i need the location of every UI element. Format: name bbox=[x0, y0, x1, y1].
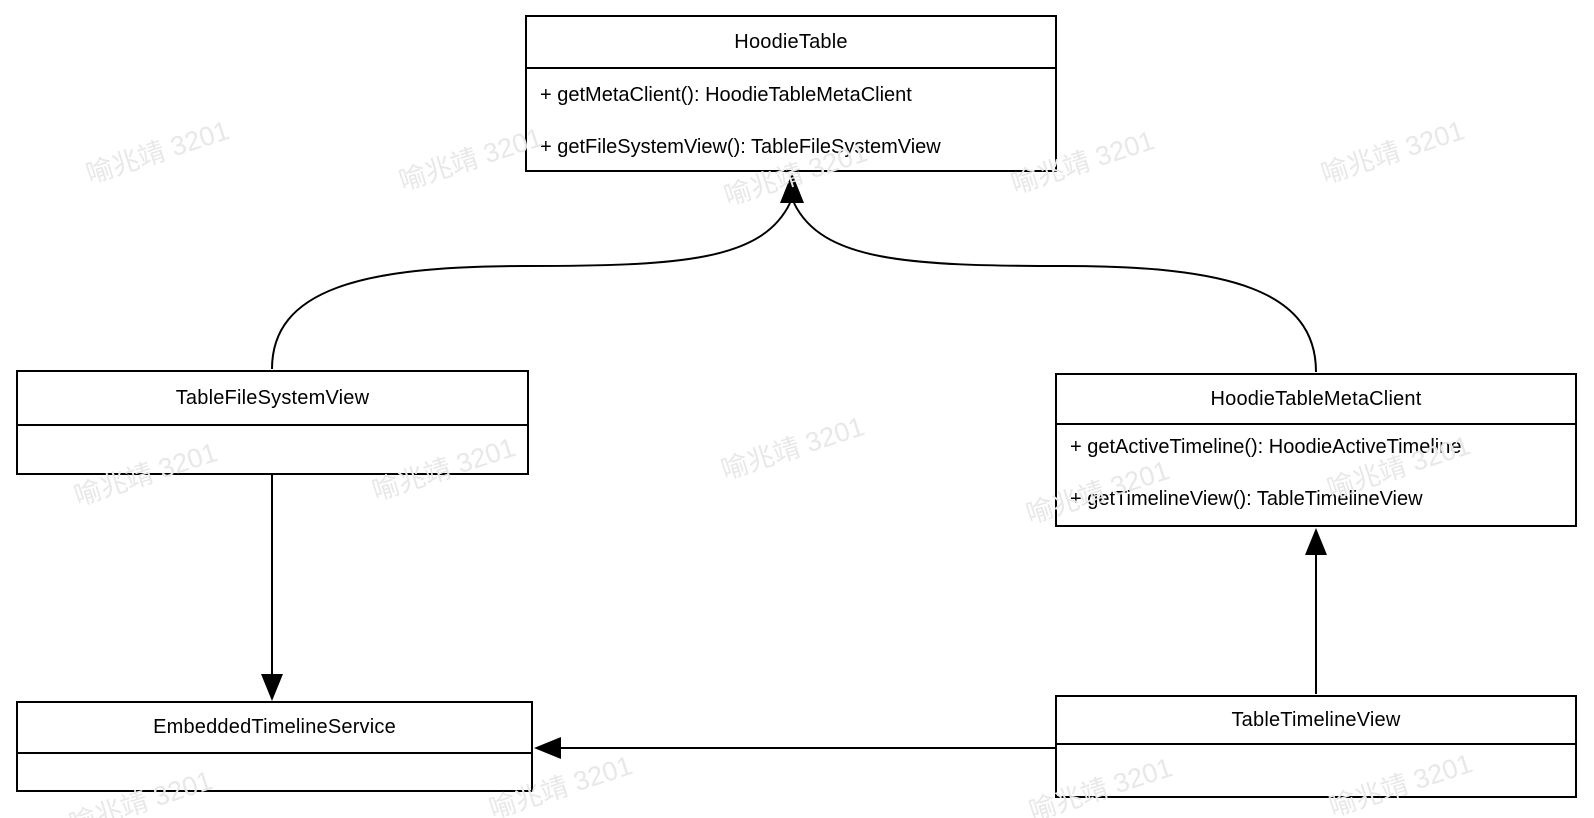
class-tabletimelineview: TableTimelineView bbox=[1055, 695, 1577, 798]
class-title-tabletimelineview: TableTimelineView bbox=[1057, 697, 1575, 745]
edge-hoodietablemetaclient-to-hoodietable bbox=[793, 202, 1317, 373]
class-hoodietablemetaclient: HoodieTableMetaClient + getActiveTimelin… bbox=[1055, 373, 1577, 527]
arrowhead-down-embeddedtimelineservice bbox=[261, 674, 283, 701]
method-getfilesystemview: + getFileSystemView(): TableFileSystemVi… bbox=[540, 136, 941, 158]
arrowhead-up-hoodietablemetaclient bbox=[1305, 528, 1327, 555]
watermark-text: 喻兆靖 3201 bbox=[717, 411, 869, 486]
class-title-tablefilesystemview: TableFileSystemView bbox=[18, 372, 527, 426]
class-tablefilesystemview: TableFileSystemView bbox=[16, 370, 529, 475]
arrowhead-left-embeddedtimelineservice bbox=[534, 737, 561, 759]
method-getmetaclient: + getMetaClient(): HoodieTableMetaClient bbox=[540, 84, 912, 106]
class-embeddedtimelineservice: EmbeddedTimelineService bbox=[16, 701, 533, 792]
class-hoodietable: HoodieTable + getMetaClient(): HoodieTab… bbox=[525, 15, 1057, 172]
watermark-text: 喻兆靖 3201 bbox=[395, 122, 547, 197]
class-body-hoodietablemetaclient: + getActiveTimeline(): HoodieActiveTimel… bbox=[1057, 425, 1575, 525]
watermark-text: 喻兆靖 3201 bbox=[1317, 115, 1469, 190]
class-body-hoodietable: + getMetaClient(): HoodieTableMetaClient… bbox=[527, 69, 1055, 170]
class-body-embeddedtimelineservice bbox=[18, 754, 531, 790]
arrowhead-up-hoodietable bbox=[780, 173, 804, 203]
class-body-tablefilesystemview bbox=[18, 426, 527, 473]
class-title-hoodietablemetaclient: HoodieTableMetaClient bbox=[1057, 375, 1575, 425]
edge-tablefilesystemview-to-hoodietable bbox=[271, 202, 791, 370]
method-getactivetimeline: + getActiveTimeline(): HoodieActiveTimel… bbox=[1070, 436, 1462, 458]
class-body-tabletimelineview bbox=[1057, 745, 1575, 796]
method-gettimelineview: + getTimelineView(): TableTimelineView bbox=[1070, 488, 1423, 510]
class-title-embeddedtimelineservice: EmbeddedTimelineService bbox=[18, 703, 531, 754]
class-title-hoodietable: HoodieTable bbox=[527, 17, 1055, 69]
watermark-text: 喻兆靖 3201 bbox=[82, 115, 234, 190]
